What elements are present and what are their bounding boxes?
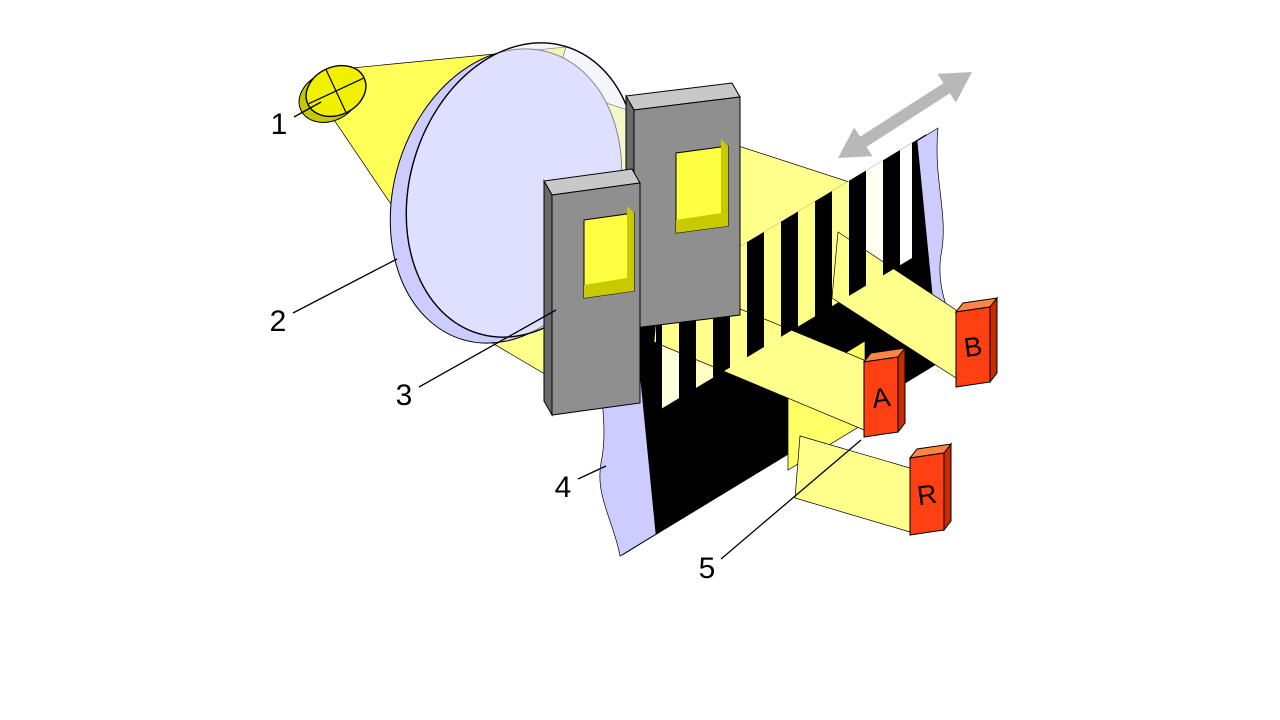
detector-b-label: B (962, 331, 984, 363)
detector-a-label: A (870, 382, 892, 414)
mask-back-plate (625, 82, 741, 330)
detector-b-side-face (989, 296, 998, 384)
mask-front-window-bevel-side (627, 206, 634, 291)
mask-back-window-bevel-bottom (676, 213, 728, 233)
detector-a-front-face (863, 356, 899, 438)
mask-back-window-bevel-side (721, 139, 728, 226)
callout-5-line (720, 439, 862, 560)
motion-arrow-icon (838, 72, 972, 158)
callout-5-label: 5 (699, 552, 716, 585)
mask-front-window-bevel-bottom (584, 278, 634, 298)
detector-r-side-face (943, 442, 952, 532)
detector-r-label: R (915, 479, 938, 511)
detector-a: A (862, 346, 907, 438)
callout-2-label: 2 (270, 305, 287, 338)
callout-1-label: 1 (271, 108, 288, 141)
mask-reticle (543, 82, 741, 417)
detector-b-front-face (955, 306, 991, 388)
detector-r-front-face (909, 452, 945, 536)
callout-3-line (418, 309, 557, 388)
callout-4-line (577, 465, 607, 480)
detector-a-side-face (897, 346, 906, 434)
callout-2-line (292, 258, 398, 314)
callout-1-line (293, 101, 322, 118)
light-source-icon (298, 64, 367, 123)
beam-to-detector-r (794, 435, 911, 533)
bulb-cross-v (325, 69, 347, 113)
mask-front-plate (543, 168, 641, 417)
mask-front-side-face (543, 179, 553, 417)
callout-3-label: 3 (396, 379, 413, 412)
detector-r: R (908, 442, 953, 536)
detector-b: B (954, 296, 999, 388)
callout-4-label: 4 (555, 471, 572, 504)
